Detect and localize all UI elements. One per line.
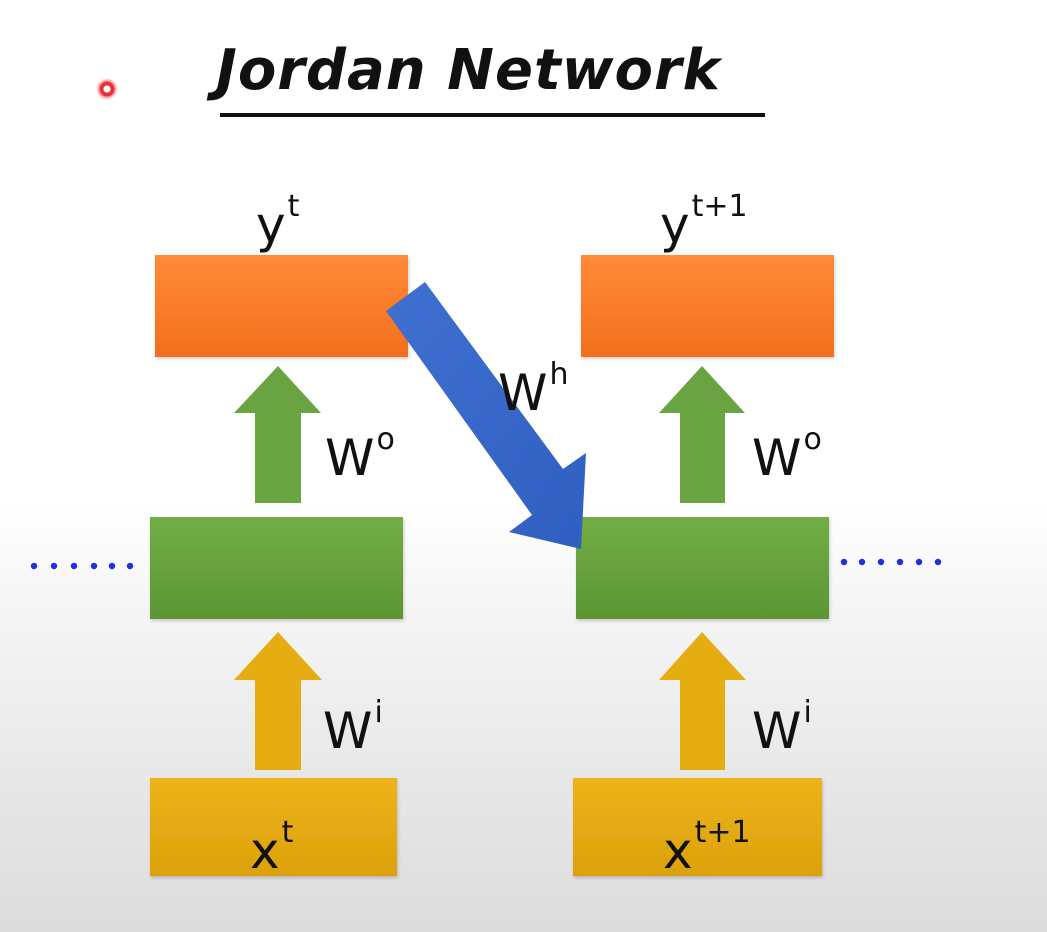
label-w-i-right: Wi [752, 695, 812, 760]
title-underline [220, 113, 765, 117]
label-w-o-left: Wo [325, 422, 395, 487]
output-weight-arrow-t [234, 366, 321, 503]
label-w-h: Wh [498, 357, 569, 422]
input-weight-arrow-t [234, 632, 322, 770]
label-w-o-right: Wo [752, 422, 822, 487]
label-x-t1: xt+1 [663, 815, 751, 880]
output-box-t [155, 255, 408, 357]
input-weight-arrow-t1 [659, 632, 746, 770]
label-y-t1: yt+1 [660, 189, 748, 254]
label-w-i-left: Wi [323, 695, 383, 760]
input-box-t [150, 778, 397, 876]
hidden-box-t1 [576, 517, 829, 619]
input-box-t1 [573, 778, 822, 876]
slide-title: Jordan Network [216, 38, 721, 103]
recurrent-weight-arrow [386, 282, 586, 549]
continuation-dots-left [30, 562, 134, 570]
laser-pointer-dot [96, 78, 118, 100]
output-box-t1 [581, 255, 834, 357]
label-x-t: xt [250, 815, 294, 880]
hidden-box-t [150, 517, 403, 619]
label-y-t: yt [256, 189, 300, 254]
output-weight-arrow-t1 [659, 366, 745, 503]
continuation-dots-right [840, 558, 942, 566]
